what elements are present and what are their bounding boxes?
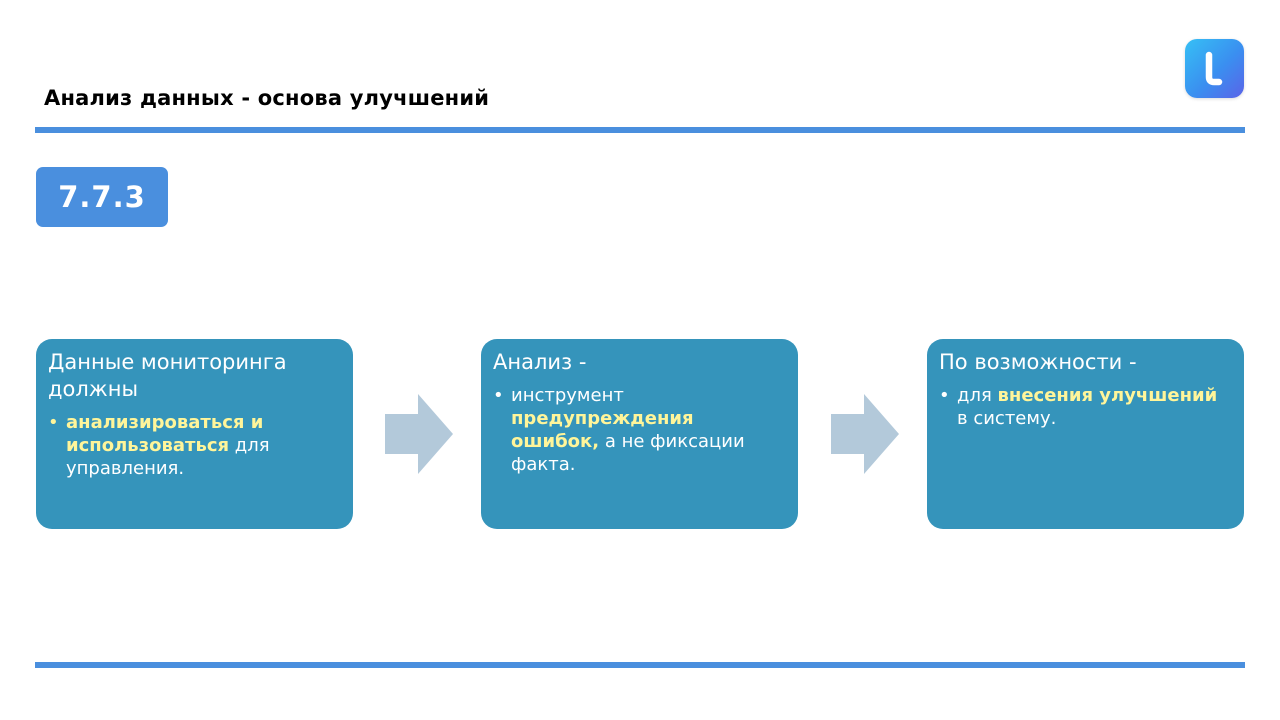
bullet-highlight: предупреждения ошибок, <box>511 408 694 452</box>
bullet-text: а не фиксации факта. <box>511 431 745 475</box>
card-heading: Анализ - <box>493 350 587 374</box>
section-badge: 7.7.3 <box>36 167 168 227</box>
bullet-text: инструмент <box>511 385 624 406</box>
bottom-divider <box>35 662 1245 668</box>
card-bullet: • для внесения улучшений в систему. <box>939 384 1232 430</box>
arrow-right-icon <box>831 394 899 474</box>
card-bullet: • инструмент предупреждения ошибок, а не… <box>493 384 786 476</box>
slide-title: Анализ данных - основа улучшений <box>44 86 490 110</box>
app-logo-icon <box>1185 39 1244 98</box>
arrow-right-icon <box>385 394 453 474</box>
card-monitoring: Данные мониторинга должны • анализироват… <box>36 339 353 529</box>
card-analysis: Анализ - • инструмент предупреждения оши… <box>481 339 798 529</box>
bullet-text: для <box>957 385 998 406</box>
bullet-highlight: анализироваться и использоваться <box>66 412 264 456</box>
bullet-dot: • <box>939 385 950 406</box>
card-heading: Данные мониторинга должны <box>48 350 287 401</box>
card-bullet: • анализироваться и использоваться для у… <box>48 411 341 480</box>
card-improvements: По возможности - • для внесения улучшени… <box>927 339 1244 529</box>
top-divider <box>35 127 1245 133</box>
bullet-dot: • <box>48 412 59 433</box>
bullet-dot: • <box>493 385 504 406</box>
bullet-text: в систему. <box>957 408 1057 429</box>
bullet-text: для управления. <box>66 435 270 479</box>
bullet-highlight: внесения улучшений <box>997 385 1218 406</box>
card-heading: По возможности - <box>939 350 1137 374</box>
